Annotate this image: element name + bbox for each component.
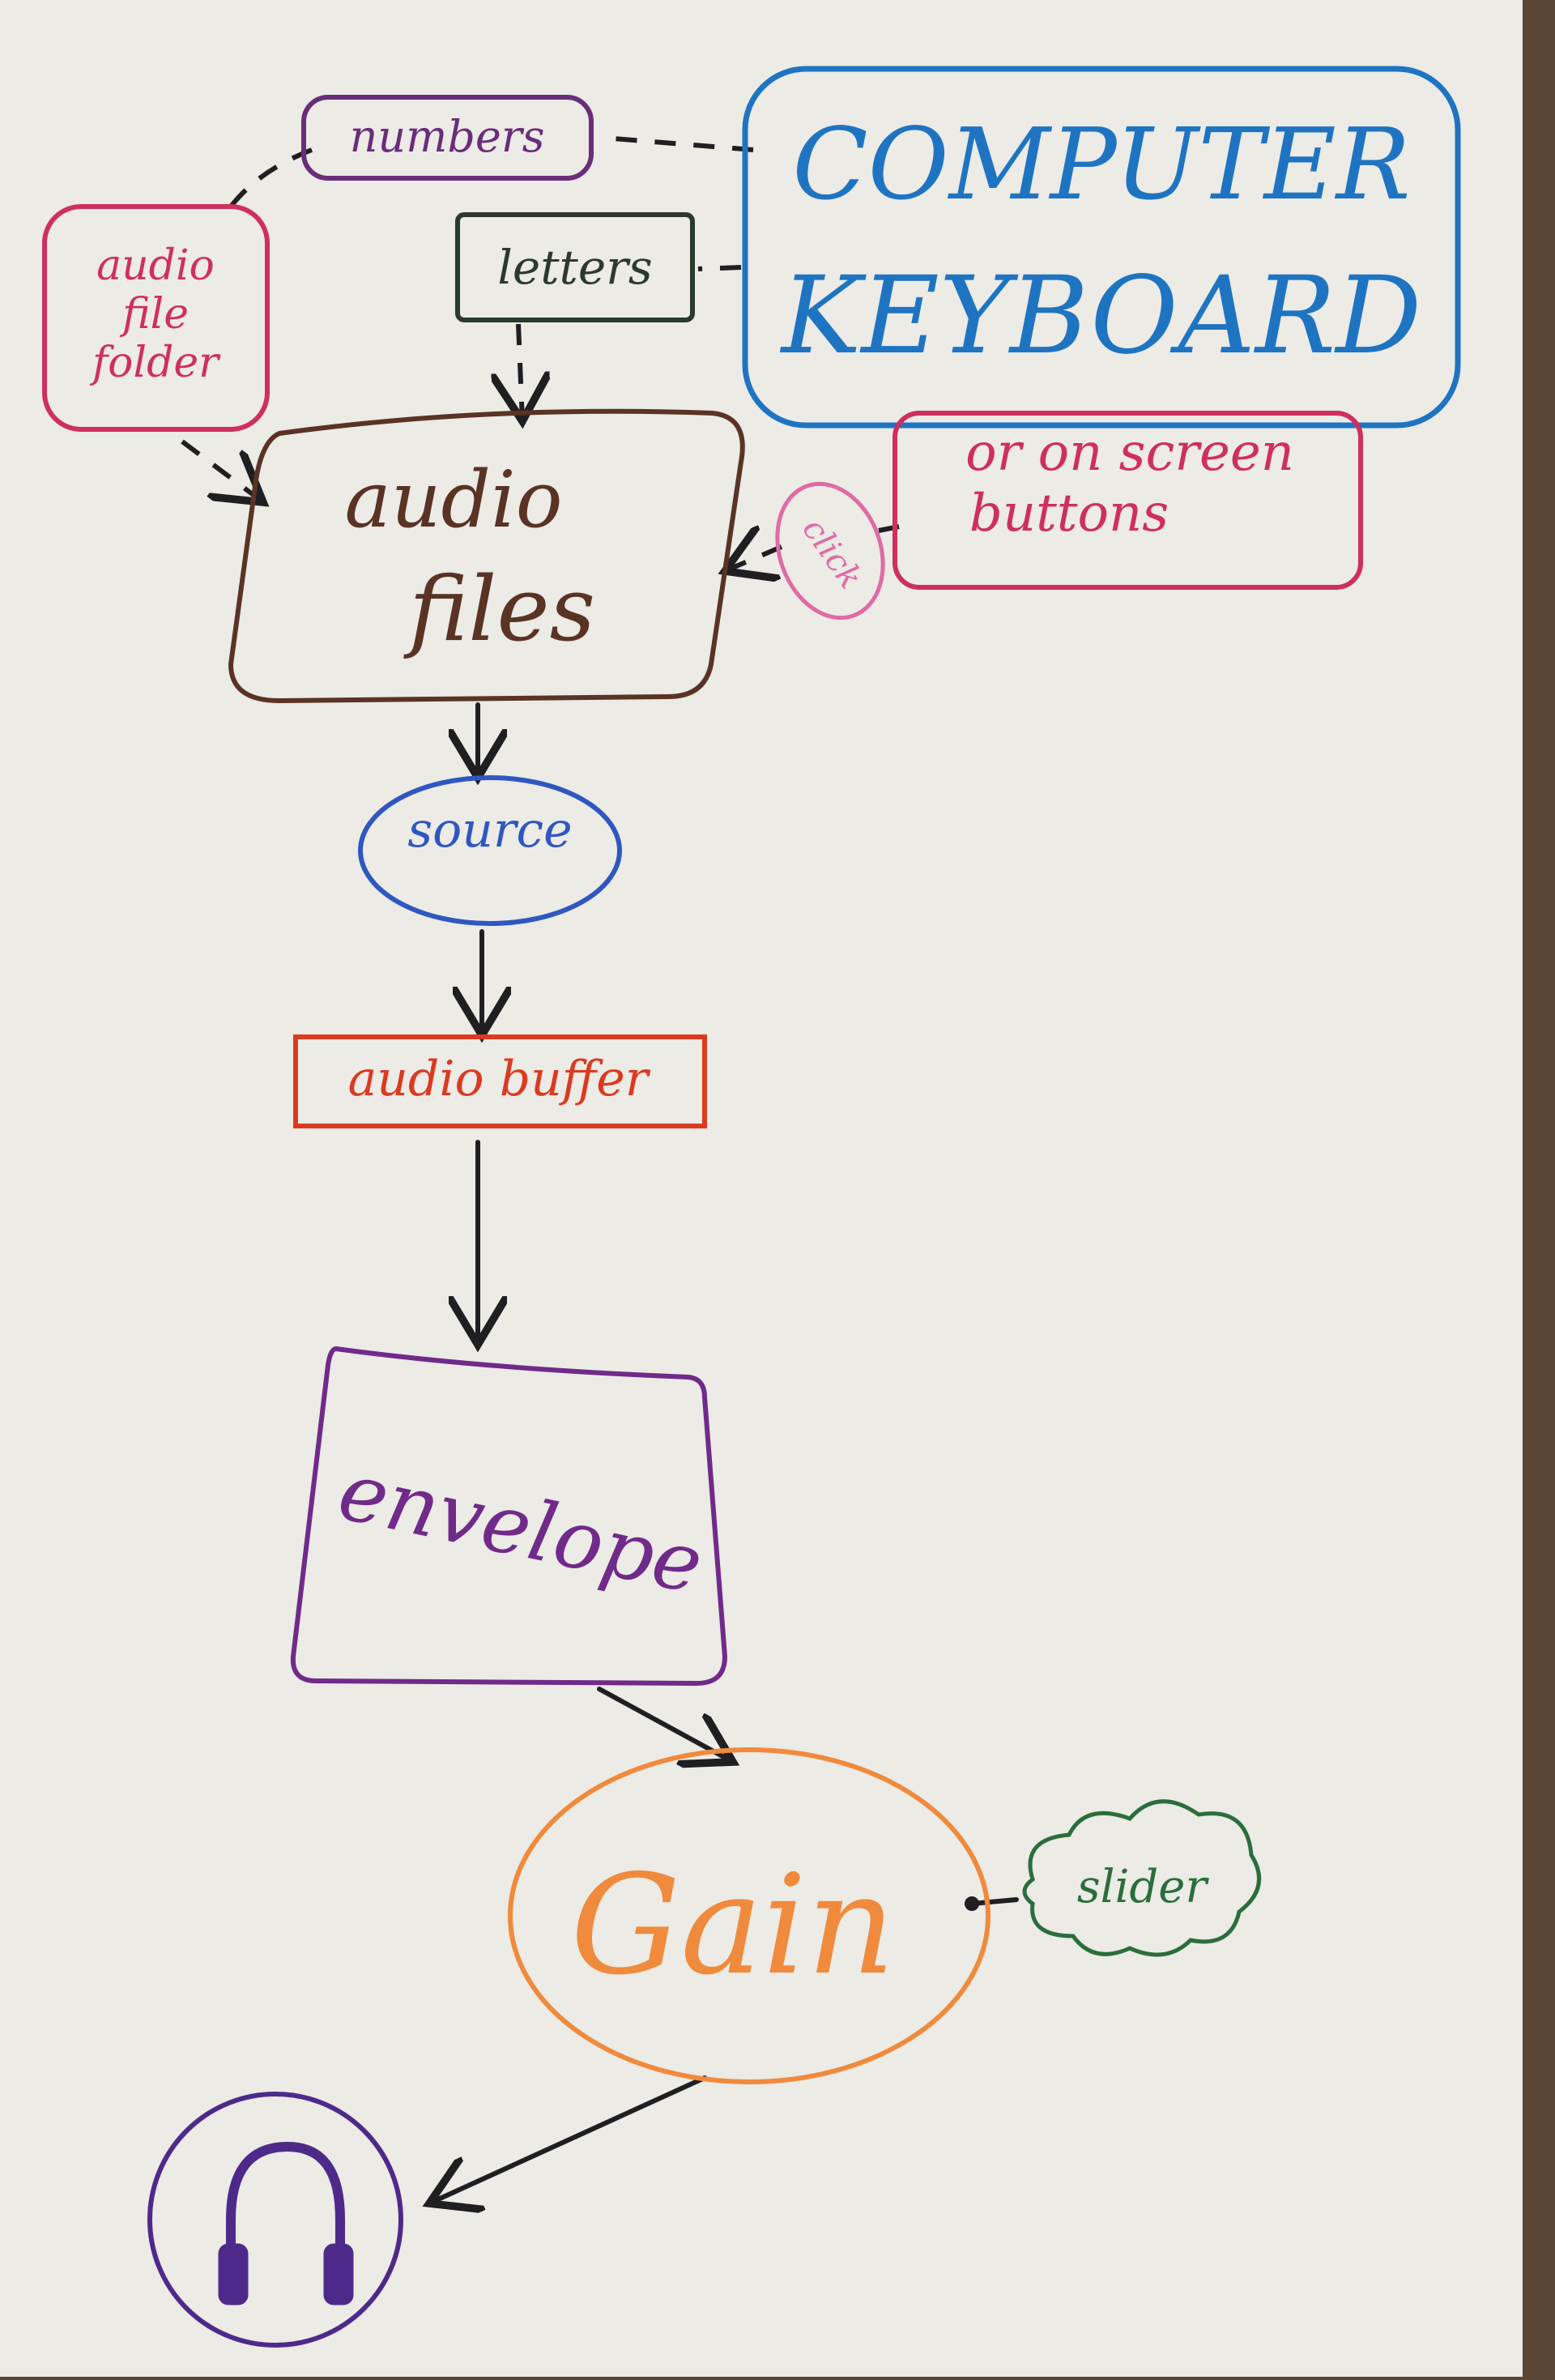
headphones-icon <box>218 2141 354 2305</box>
click-to-audio-files-link <box>725 547 783 571</box>
keyboard-label-line2: KEYBOARD <box>780 254 1421 378</box>
numbers-label: numbers <box>350 111 545 162</box>
audio-file-folder-node: audio file folder <box>42 204 270 432</box>
slider-label: slider <box>1077 1861 1210 1913</box>
audio-files-label-line1: audio <box>344 454 562 545</box>
folder-to-audio-files-link <box>181 439 263 502</box>
keyboard-node: COMPUTER KEYBOARD <box>742 66 1461 429</box>
gain-label: Gain <box>570 1845 895 2006</box>
audio-buffer-label: audio buffer <box>348 1051 651 1107</box>
letters-node: letters <box>455 212 695 322</box>
letters-to-audio-files-link <box>518 323 522 421</box>
keyboard-to-numbers-link <box>603 135 754 152</box>
numbers-node: numbers <box>301 95 594 181</box>
paper-sheet <box>0 0 1523 2377</box>
flow-arrows <box>429 702 1019 2203</box>
dashed-connectors <box>181 135 900 571</box>
slider-connector-dot <box>965 1896 979 1911</box>
keyboard-label-line1: COMPUTER <box>792 107 1410 222</box>
folder-label-line2: file <box>119 290 189 339</box>
slider-node: slider <box>1022 1799 1262 1957</box>
gain-to-slider-link <box>969 1897 1019 1906</box>
letters-label: letters <box>497 240 652 295</box>
buttons-label-line1: or on screen <box>965 423 1294 483</box>
source-label: source <box>407 802 572 859</box>
folder-label-line3: folder <box>89 339 221 387</box>
buttons-label-line2: buttons <box>969 484 1169 544</box>
headphones-node <box>147 2092 403 2348</box>
gain-node: Gain <box>508 1747 991 2084</box>
keyboard-to-letters-link <box>697 265 742 271</box>
audio-buffer-node: audio buffer <box>293 1034 707 1128</box>
source-node: source <box>358 775 622 926</box>
audio-files-node: audio files <box>228 408 745 704</box>
on-screen-buttons-node: or on screen buttons <box>893 411 1363 590</box>
numbers-to-folder-link <box>228 147 313 208</box>
folder-label-line1: audio <box>96 241 215 290</box>
audio-files-label-line2: files <box>403 557 595 661</box>
gain-to-headphones-arrow <box>429 2075 707 2203</box>
